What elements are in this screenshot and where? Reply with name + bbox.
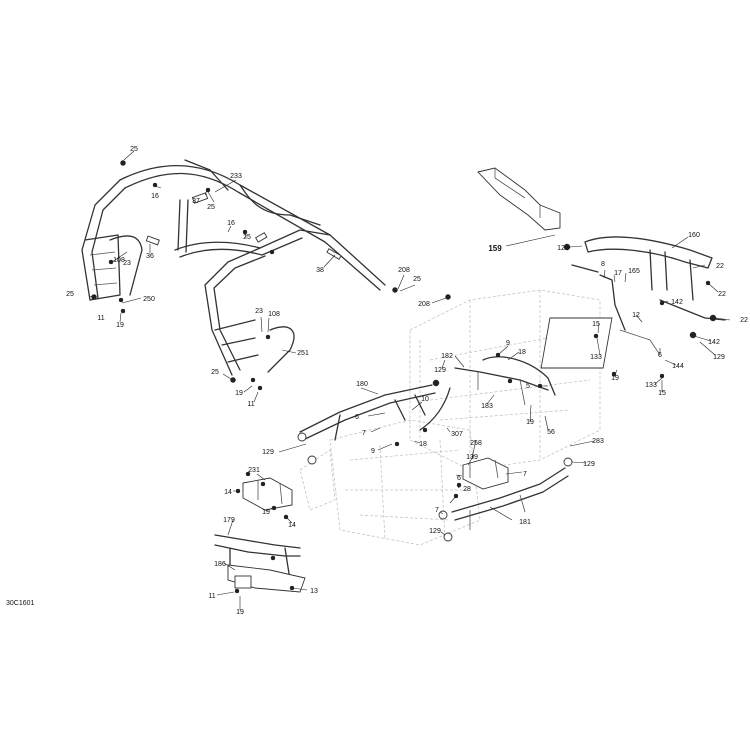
callout-142: 142 — [671, 299, 683, 306]
callout-129: 129 — [713, 354, 725, 361]
callout-231: 231 — [248, 467, 260, 474]
lower-frame-181[interactable] — [438, 457, 573, 542]
callout-16: 16 — [151, 193, 159, 200]
callout-23: 23 — [123, 260, 131, 267]
callout-25: 25 — [211, 369, 219, 376]
callout-19: 19 — [611, 375, 619, 382]
callout-6: 6 — [355, 414, 359, 421]
callout-25: 25 — [243, 234, 251, 241]
callout-5: 5 — [526, 383, 530, 390]
callout-129: 129 — [434, 367, 446, 374]
callout-6: 6 — [457, 475, 461, 482]
callout-38: 38 — [316, 267, 324, 274]
callout-10: 10 — [421, 396, 429, 403]
callout-13: 13 — [310, 588, 318, 595]
ghost-frame — [299, 289, 601, 546]
leader-lines — [88, 150, 731, 610]
callout-11: 11 — [247, 401, 254, 408]
callout-142: 142 — [708, 339, 720, 346]
callout-labels: 25 16 233 37 25 16 25 36 108 23 25 11 19… — [66, 146, 748, 616]
callout-14: 14 — [288, 522, 296, 529]
callout-144: 144 — [672, 363, 684, 370]
callout-159: 159 — [488, 244, 502, 253]
callout-7: 7 — [362, 430, 366, 437]
callout-25: 25 — [207, 204, 215, 211]
callout-15: 15 — [592, 321, 600, 328]
callout-258: 258 — [470, 440, 482, 447]
callout-307: 307 — [451, 431, 463, 438]
callout-179: 179 — [223, 517, 235, 524]
callout-16: 16 — [227, 220, 235, 227]
callout-129: 129 — [262, 449, 274, 456]
callout-22: 22 — [718, 291, 726, 298]
callout-180: 180 — [356, 381, 368, 388]
callout-186: 186 — [214, 561, 226, 568]
callout-283: 283 — [592, 438, 604, 445]
callout-14: 14 — [224, 489, 232, 496]
callout-22: 22 — [716, 263, 724, 270]
callout-208: 208 — [418, 301, 430, 308]
bracket-231[interactable] — [235, 471, 293, 520]
callout-15: 15 — [658, 390, 666, 397]
callout-9: 9 — [506, 340, 510, 347]
callout-18: 18 — [419, 441, 427, 448]
callout-108: 108 — [113, 257, 125, 264]
callout-129: 129 — [583, 461, 595, 468]
callout-8: 8 — [601, 261, 605, 268]
callout-19: 19 — [262, 509, 270, 516]
callout-129: 129 — [429, 528, 441, 535]
callout-7: 7 — [435, 507, 439, 514]
roll-cage-233[interactable] — [81, 159, 451, 391]
callout-17: 17 — [614, 270, 622, 277]
callout-165: 165 — [628, 268, 640, 275]
callout-181: 181 — [519, 519, 531, 526]
callout-19: 19 — [236, 609, 244, 616]
drawing-code: 30C1601 — [6, 600, 35, 607]
callout-25: 25 — [130, 146, 138, 153]
mid-brace-182-183[interactable] — [454, 352, 556, 406]
callout-18: 18 — [518, 349, 526, 356]
callout-133: 133 — [645, 382, 657, 389]
callout-7: 7 — [523, 471, 527, 478]
callout-233: 233 — [230, 173, 242, 180]
callout-160: 160 — [688, 232, 700, 239]
callout-19: 19 — [116, 322, 124, 329]
cover-plate-159[interactable] — [477, 167, 561, 231]
callout-182: 182 — [441, 353, 453, 360]
callout-23: 23 — [255, 308, 263, 315]
callout-25: 25 — [66, 291, 74, 298]
callout-183: 183 — [481, 403, 493, 410]
callout-108: 108 — [268, 311, 280, 318]
callout-11: 11 — [97, 315, 104, 322]
callout-19: 19 — [526, 419, 534, 426]
callout-11: 11 — [208, 593, 215, 600]
callout-56: 56 — [547, 429, 555, 436]
callout-36: 36 — [146, 253, 154, 260]
callout-6: 6 — [658, 352, 662, 359]
callout-37: 37 — [192, 198, 200, 205]
hitch-179[interactable] — [214, 534, 306, 594]
callout-28: 28 — [463, 486, 471, 493]
callout-22: 22 — [740, 317, 748, 324]
callout-251: 251 — [297, 350, 309, 357]
callout-250: 250 — [143, 296, 155, 303]
callout-139: 139 — [466, 454, 478, 461]
callout-9: 9 — [371, 448, 375, 455]
callout-25: 25 — [413, 276, 421, 283]
callout-129: 129 — [557, 245, 569, 252]
lower-frame-180[interactable] — [297, 379, 451, 465]
bracket-258[interactable] — [453, 457, 509, 499]
callout-19: 19 — [235, 390, 243, 397]
callout-208: 208 — [398, 267, 410, 274]
callout-133: 133 — [590, 354, 602, 361]
callout-12: 12 — [632, 312, 640, 319]
front-bumper-160[interactable] — [540, 236, 726, 379]
